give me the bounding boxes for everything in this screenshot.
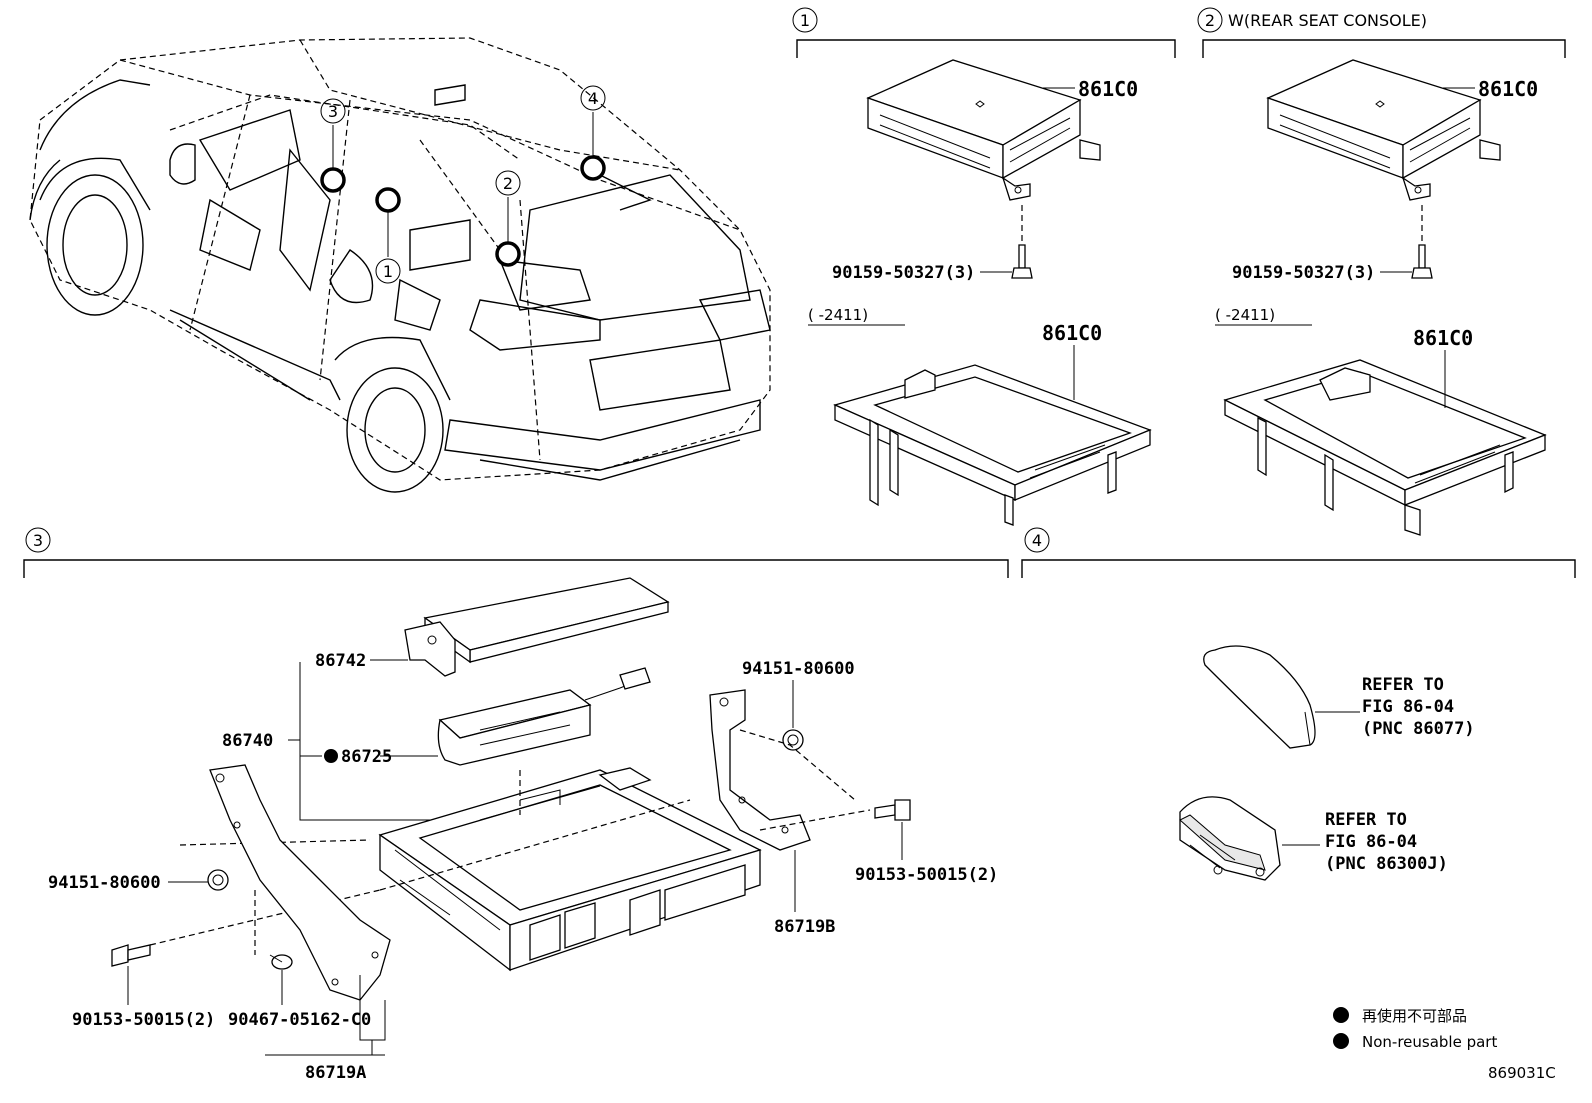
section-4: 4 REFER TO FIG 86-04 (PNC 86077) REFER T… — [1021, 527, 1576, 881]
legend-dot-en — [1333, 1033, 1349, 1049]
section-2-title: W(REAR SEAT CONSOLE) — [1228, 11, 1427, 30]
s2-tray-part-number: 861C0 — [1413, 326, 1473, 350]
part-94151-left-number: 94151-80600 — [48, 873, 161, 893]
s2-date-range: ( -2411) — [1215, 306, 1275, 324]
receiver-housing — [378, 767, 762, 972]
location-marker-3 — [320, 167, 346, 193]
part-90153-right-bolt — [874, 799, 911, 821]
legend-en: Non-reusable part — [1362, 1033, 1497, 1051]
figure-code: 869031C — [1488, 1064, 1556, 1082]
part-86742-lid — [404, 577, 670, 677]
vehicle-callout-4: 4 — [588, 89, 598, 108]
vehicle-callout-2: 2 — [503, 174, 513, 193]
part-90153-left-number: 90153-50015(2) — [72, 1010, 215, 1030]
refer2-line2: FIG 86-04 — [1325, 832, 1417, 852]
legend-jp: 再使用不可部品 — [1362, 1007, 1467, 1025]
antenna-assembly — [1179, 796, 1281, 881]
shark-fin-antenna — [1203, 645, 1316, 749]
part-86719B-bracket — [709, 689, 811, 851]
section-2: 2 W(REAR SEAT CONSOLE) 861C0 90159-50327… — [1197, 7, 1566, 536]
vehicle-callout-3: 3 — [328, 102, 338, 121]
legend: 再使用不可部品 Non-reusable part — [1333, 1007, 1497, 1051]
non-reusable-marker — [324, 749, 338, 763]
refer1-line2: FIG 86-04 — [1362, 697, 1454, 717]
refer2-line1: REFER TO — [1325, 810, 1407, 830]
section-1-number: 1 — [800, 11, 810, 30]
legend-dot-jp — [1333, 1007, 1349, 1023]
section-2-number: 2 — [1205, 11, 1215, 30]
section-3: 3 86742 86725 86740 — [23, 527, 1009, 1083]
part-86719A-bracket — [209, 764, 391, 1001]
s1-tray-part-number: 861C0 — [1042, 321, 1102, 345]
s2-ecu-part-number: 861C0 — [1478, 77, 1538, 101]
section-4-number: 4 — [1032, 531, 1042, 550]
s1-date-range: ( -2411) — [808, 306, 868, 324]
section-1: 1 861C0 90159-50327(3) ( -2411) — [792, 7, 1176, 526]
s1-ecu-module — [866, 59, 1101, 201]
s1-tray — [833, 364, 1152, 526]
refer2-line3: (PNC 86300J) — [1325, 854, 1448, 874]
location-marker-2 — [495, 241, 521, 267]
part-86725-number: 86725 — [341, 747, 392, 767]
location-marker-4 — [580, 155, 606, 181]
s2-tray — [1223, 359, 1547, 536]
part-90467-number: 90467-05162-C0 — [228, 1010, 371, 1030]
s1-bolt-part-number: 90159-50327(3) — [832, 263, 975, 283]
part-86719B-number: 86719B — [774, 917, 835, 937]
part-86742-number: 86742 — [315, 651, 366, 671]
vehicle-illustration: 3 1 2 4 — [29, 37, 771, 493]
s2-ecu-module — [1266, 59, 1501, 201]
refer1-line1: REFER TO — [1362, 675, 1444, 695]
s2-bolt-part-number: 90159-50327(3) — [1232, 263, 1375, 283]
part-86719A-number: 86719A — [305, 1063, 366, 1083]
part-94151-left-clip — [207, 869, 229, 891]
s1-bolt — [1011, 244, 1033, 279]
part-94151-right-number: 94151-80600 — [742, 659, 855, 679]
part-90467-clip — [269, 954, 293, 970]
part-86740-number: 86740 — [222, 731, 273, 751]
s2-bolt — [1411, 244, 1433, 279]
vehicle-callout-1: 1 — [383, 262, 393, 281]
s1-ecu-part-number: 861C0 — [1078, 77, 1138, 101]
part-90153-left-bolt — [111, 944, 151, 967]
section-3-number: 3 — [33, 531, 43, 550]
refer1-line3: (PNC 86077) — [1362, 719, 1475, 739]
part-86725-module — [437, 667, 651, 766]
location-marker-1 — [375, 187, 401, 213]
part-90153-right-number: 90153-50015(2) — [855, 865, 998, 885]
